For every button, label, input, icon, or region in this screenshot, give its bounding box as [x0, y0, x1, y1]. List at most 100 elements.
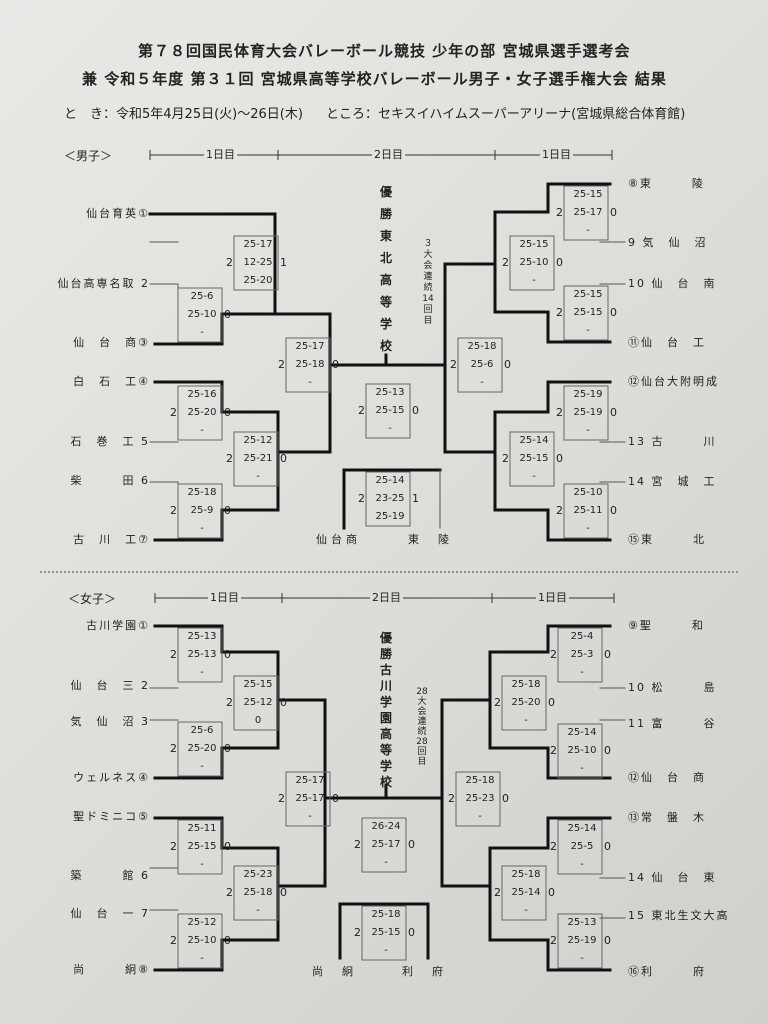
- girls-left-team: 仙 台 一 7: [70, 907, 150, 920]
- girls-score-set1: 25-17: [295, 775, 325, 786]
- girls-note-char: 会: [417, 707, 427, 717]
- boys-left-team: 古 川 工⑦: [73, 533, 150, 546]
- girls-right-team: ⑯利 府: [628, 965, 706, 978]
- title-line-1: 第７８回国民体育大会バレーボール競技 少年の部 宮城県選手選考会: [138, 42, 631, 60]
- boys-sets-won: 2: [556, 406, 563, 419]
- girls-score-set1: 25-18: [371, 909, 401, 920]
- boys-score-set3: -: [532, 275, 536, 286]
- girls-score-set1: 25-12: [187, 917, 217, 928]
- girls-sets-won: 2: [494, 696, 501, 709]
- boys-score-set2: 25-10: [519, 257, 549, 268]
- boys-left-team: 白 石 工④: [73, 375, 150, 388]
- boys-score-set3: -: [308, 377, 312, 388]
- girls-left-team: 尚 絅⑧: [73, 963, 150, 976]
- boys-champion-char: 高: [379, 273, 392, 287]
- girls-section-label: ＜女子＞: [68, 592, 117, 606]
- girls-score-set1: 25-11: [187, 823, 217, 834]
- boys-score-set3: 25-20: [243, 275, 273, 286]
- girls-score-set2: 25-23: [465, 793, 495, 804]
- girls-score-set2: 25-13: [187, 649, 217, 660]
- girls-score-set3: -: [200, 667, 204, 678]
- girls-sets-won: 2: [170, 648, 177, 661]
- girls-score-set3: -: [580, 667, 584, 678]
- girls-champion-char: 学: [379, 759, 392, 773]
- boys-score-set2: 25-17: [573, 207, 603, 218]
- boys-day1-right: 1日目: [540, 148, 573, 161]
- boys-left-team: 石 巻 工 5: [70, 435, 150, 448]
- girls-sets-lost: 0: [604, 648, 611, 661]
- girls-score-set1: 25-14: [567, 823, 597, 834]
- girls-right-team: 14 仙 台 東: [628, 871, 717, 884]
- boys-third-left-team: 仙台商: [316, 533, 361, 546]
- boys-sets-won: 2: [226, 256, 233, 269]
- boys-right-team: ⑫仙台大附明成: [628, 375, 719, 388]
- girls-sets-lost: 0: [224, 934, 231, 947]
- boys-score-set2: 25-9: [190, 505, 214, 516]
- girls-score-set1: 25-18: [511, 679, 541, 690]
- girls-sets-lost: 0: [224, 742, 231, 755]
- girls-champion-char: 学: [379, 695, 392, 709]
- girls-sets-lost: 0: [280, 886, 287, 899]
- girls-sets-won: 2: [170, 934, 177, 947]
- title-line-2: 兼 令和５年度 第３１回 宮城県高等学校バレーボール男子・女子選手権大会 結果: [82, 70, 667, 88]
- girls-third-right-team: 利 府: [402, 965, 447, 978]
- girls-day1-left: 1日目: [208, 591, 241, 604]
- girls-champion-char: 高: [379, 727, 392, 741]
- boys-score-set3: -: [200, 523, 204, 534]
- boys-day2: 2日目: [372, 148, 405, 161]
- boys-sets-won: 2: [170, 504, 177, 517]
- girls-score-set1: 25-13: [187, 631, 217, 642]
- girls-sets-lost: 0: [224, 648, 231, 661]
- girls-score-set1: 26-24: [371, 821, 401, 832]
- boys-champion-char: 学: [379, 317, 392, 331]
- boys-third-right-team: 東 陵: [408, 533, 453, 546]
- girls-right-team: ⑫仙 台 商: [628, 771, 706, 784]
- boys-score-set1: 25-13: [375, 387, 405, 398]
- girls-score-set2: 25-20: [187, 743, 217, 754]
- girls-score-set1: 25-14: [567, 727, 597, 738]
- event-place: ところ：セキスイハイムスーパーアリーナ(宮城県総合体育館): [326, 107, 686, 122]
- girls-day1-right: 1日目: [536, 591, 569, 604]
- boys-score-set2: 25-21: [243, 453, 273, 464]
- girls-score-set3: -: [384, 857, 388, 868]
- girls-score-set1: 25-15: [243, 679, 273, 690]
- boys-left-team: 仙台育英①: [86, 207, 150, 220]
- girls-sets-lost: 0: [332, 792, 339, 805]
- boys-score-set1: 25-14: [375, 475, 405, 486]
- girls-sets-won: 2: [448, 792, 455, 805]
- boys-champion-char: 優: [379, 185, 392, 199]
- boys-score-set1: 25-12: [243, 435, 273, 446]
- girls-champion-char: 勝: [379, 647, 392, 661]
- girls-score-set3: -: [200, 953, 204, 964]
- boys-sets-lost: 0: [224, 504, 231, 517]
- boys-score-set2: 25-11: [573, 505, 603, 516]
- boys-score-set1: 25-18: [467, 341, 497, 352]
- girls-sets-lost: 0: [502, 792, 509, 805]
- boys-sets-lost: 0: [610, 206, 617, 219]
- boys-right-team: ⑪仙 台 工: [628, 336, 706, 349]
- girls-score-set3: -: [384, 945, 388, 956]
- girls-score-set3: -: [308, 811, 312, 822]
- girls-score-set2: 25-3: [570, 649, 594, 660]
- girls-score-set3: -: [256, 905, 260, 916]
- boys-score-set3: -: [256, 471, 260, 482]
- boys-section-label: ＜男子＞: [64, 149, 113, 163]
- boys-note-char: 続: [423, 283, 433, 293]
- girls-score-set2: 25-10: [187, 935, 217, 946]
- girls-score-set3: -: [478, 811, 482, 822]
- girls-sets-won: 2: [354, 838, 361, 851]
- boys-sets-won: 2: [450, 358, 457, 371]
- boys-score-set2: 25-15: [519, 453, 549, 464]
- girls-sets-lost: 0: [604, 934, 611, 947]
- girls-note-char: 28: [416, 737, 428, 747]
- girls-left-team: ウェルネス④: [73, 771, 150, 784]
- boys-sets-lost: 0: [224, 406, 231, 419]
- boys-left-team: 仙 台 商③: [73, 336, 150, 349]
- girls-champion-char: 古: [379, 663, 392, 677]
- boys-sets-lost: 0: [332, 358, 339, 371]
- girls-note-char: 目: [417, 757, 427, 767]
- boys-score-set3: -: [586, 425, 590, 436]
- boys-score-set3: -: [586, 225, 590, 236]
- boys-score-set1: 25-19: [573, 389, 603, 400]
